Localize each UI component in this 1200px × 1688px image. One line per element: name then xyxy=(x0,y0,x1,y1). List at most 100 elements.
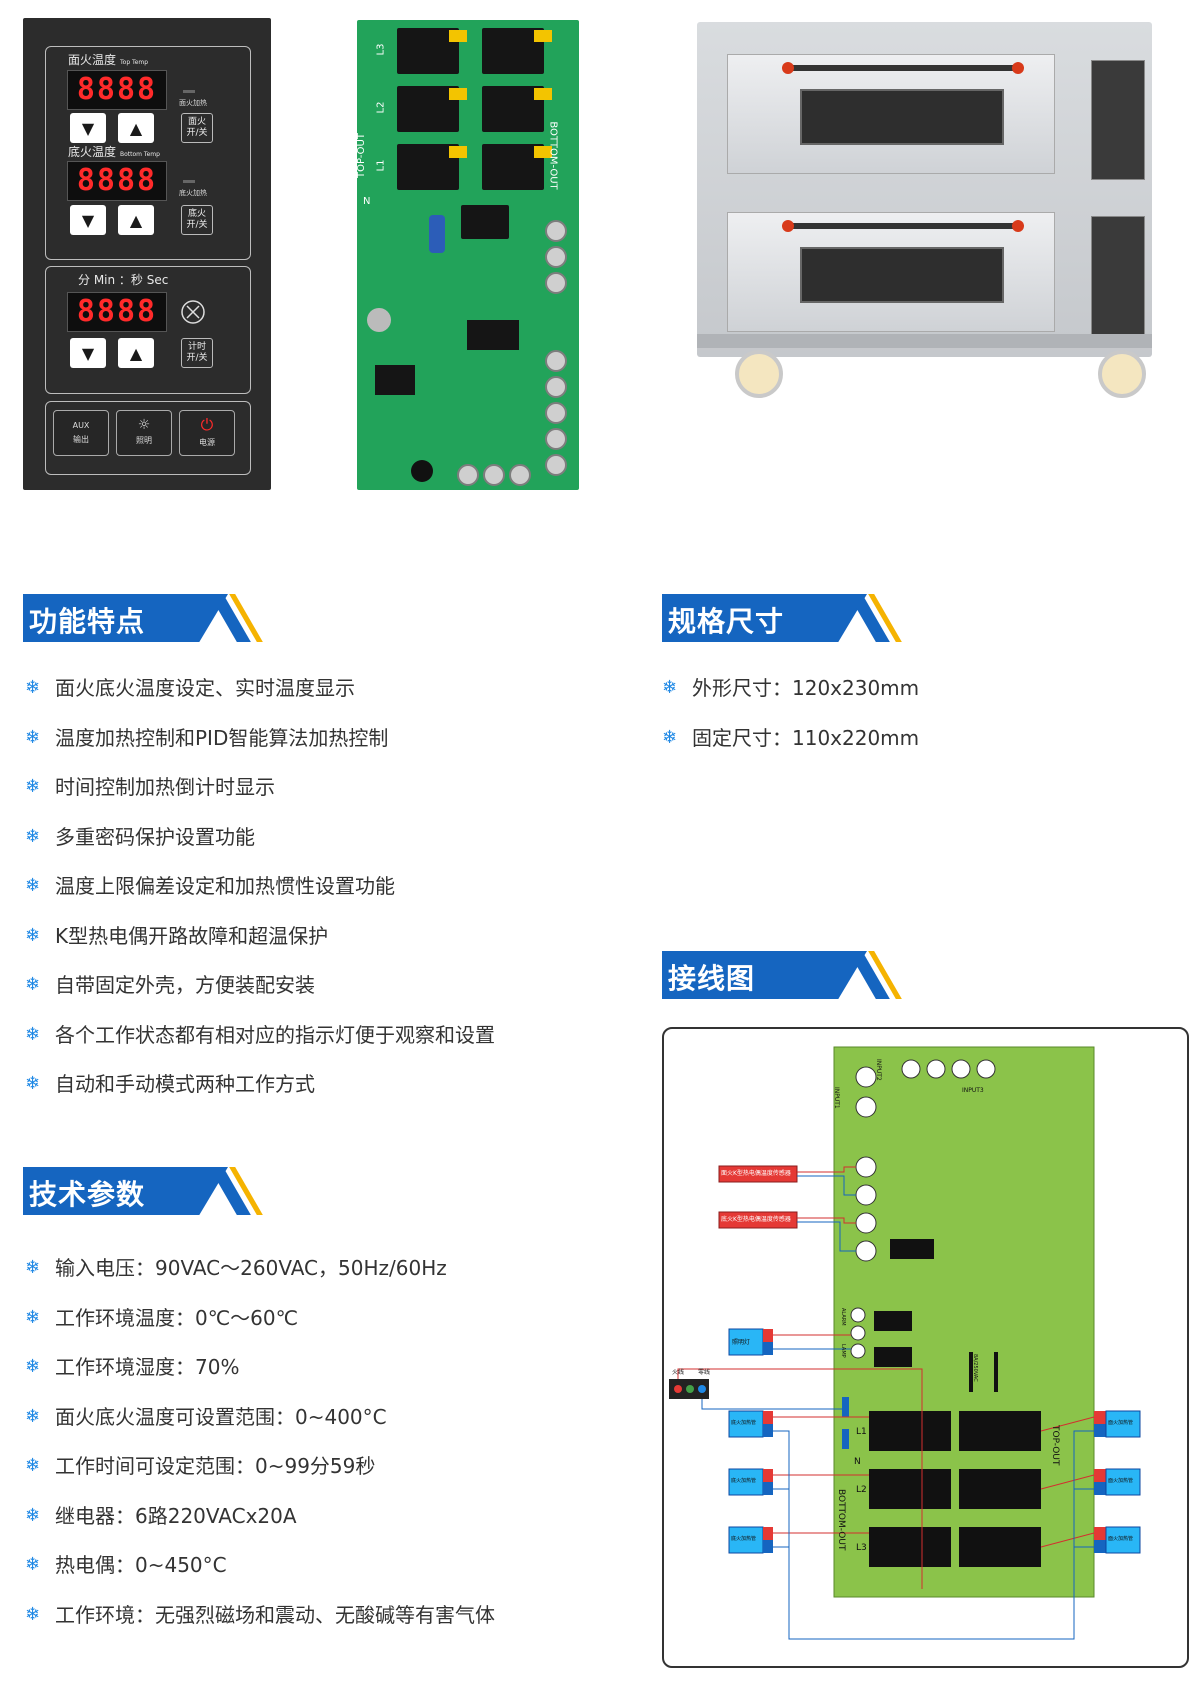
right-heaters xyxy=(789,1410,1141,1640)
bottom-heat-led xyxy=(183,180,195,183)
snowflake-bullet-icon: ❄ xyxy=(25,1306,41,1328)
diagram-label-l2: L2 xyxy=(856,1485,867,1495)
top-temp-up-button[interactable]: ▲ xyxy=(118,113,154,143)
power-button[interactable]: ⏻ 电源 xyxy=(179,410,235,456)
timer-label: 分 Min ：秒 Sec xyxy=(78,273,169,287)
screw-terminal xyxy=(509,464,531,486)
list-item: ❄面火底火温度可设置范围：0~400°C xyxy=(25,1404,387,1429)
snowflake-bullet-icon: ❄ xyxy=(662,726,678,748)
diagram-label-n: N xyxy=(854,1457,861,1467)
relay xyxy=(482,144,552,190)
relay xyxy=(397,86,467,132)
n-terminal xyxy=(842,1429,849,1449)
snowflake-bullet-icon: ❄ xyxy=(25,924,41,946)
terminal-input3 xyxy=(901,1059,996,1079)
list-item: ❄温度加热控制和PID智能算法加热控制 xyxy=(25,725,389,750)
triangle-up-icon: ▲ xyxy=(129,343,143,363)
door-handle xyxy=(782,62,1024,74)
screw-terminal xyxy=(545,246,567,268)
pcb-board-photo: L3 L2 L1 TOP-OUT BOTTOM-OUT N xyxy=(355,20,579,490)
pcb-label-l2: L2 xyxy=(375,101,387,114)
snowflake-bullet-icon: ❄ xyxy=(25,1455,41,1476)
door-handle xyxy=(782,220,1024,232)
wiring-diagram: INPUT1 INPUT2 INPUT3 ALARM LAMP L1 L2 L3… xyxy=(662,1027,1189,1668)
relay-small xyxy=(461,205,509,239)
aux-output-button[interactable]: AUX 输出 xyxy=(53,410,109,456)
left-heater-label: 底火加热管 xyxy=(731,1420,757,1426)
top-temp-down-button[interactable]: ▼ xyxy=(70,113,106,143)
section-header-wiring: 接线图 xyxy=(662,951,902,999)
lamp-box xyxy=(728,1328,764,1356)
pcb-label-bottom-out: BOTTOM-OUT xyxy=(547,121,559,190)
timer-up-button[interactable]: ▲ xyxy=(118,338,154,368)
top-heat-led xyxy=(183,90,195,93)
snowflake-bullet-icon: ❄ xyxy=(25,1023,41,1045)
terminal-input2 xyxy=(855,1156,877,1262)
snowflake-bullet-icon: ❄ xyxy=(25,1257,41,1278)
bottom-fire-switch-button[interactable]: 底火 开/关 xyxy=(181,205,213,235)
diagram-label-l3: L3 xyxy=(856,1543,867,1553)
right-heater-label: 面火加热管 xyxy=(1108,1420,1134,1426)
aux-sub-label: 输出 xyxy=(73,435,89,444)
caster-wheel xyxy=(735,350,783,398)
diagram-chip xyxy=(874,1311,912,1331)
bottom-temp-up-button[interactable]: ▲ xyxy=(118,205,154,235)
diagram-relay xyxy=(959,1527,1041,1567)
screw-terminal xyxy=(545,376,567,398)
left-heaters xyxy=(728,1410,869,1640)
caster-wheel xyxy=(1098,350,1146,398)
light-button[interactable]: ☼ 照明 xyxy=(116,410,172,456)
snowflake-bullet-icon: ❄ xyxy=(25,1603,41,1625)
snowflake-bullet-icon: ❄ xyxy=(662,677,678,698)
top-sensor-label: 面火K型热电偶温度传感器 xyxy=(721,1170,791,1177)
section-title: 功能特点 xyxy=(29,605,146,638)
pcb-label-top-out: TOP-OUT xyxy=(355,133,367,178)
timer-down-button[interactable]: ▼ xyxy=(70,338,106,368)
section-title: 规格尺寸 xyxy=(668,605,785,638)
diagram-label-input3: INPUT3 xyxy=(962,1087,984,1094)
lower-oven-door xyxy=(727,212,1055,332)
screw-terminal xyxy=(545,350,567,372)
triangle-down-icon: ▼ xyxy=(81,343,95,363)
list-item: ❄工作环境：无强烈磁场和震动、无酸碱等有害气体 xyxy=(25,1602,495,1627)
live-wire-label: 火线 xyxy=(672,1369,685,1376)
timer-switch-button[interactable]: 计时 开/关 xyxy=(181,338,213,368)
right-heater-label: 面火加热管 xyxy=(1108,1478,1134,1484)
screw-terminal xyxy=(545,272,567,294)
temp-section-frame xyxy=(45,46,251,260)
diagram-label-lamp: LAMP xyxy=(840,1344,846,1358)
lower-control-panel xyxy=(1091,216,1145,336)
bottom-heat-indicator-label: 底火加热 xyxy=(179,189,207,197)
relay xyxy=(397,28,467,74)
list-item: ❄多重密码保护设置功能 xyxy=(25,824,255,849)
snowflake-bullet-icon: ❄ xyxy=(25,1073,41,1094)
oven-photo xyxy=(697,22,1152,357)
pcb-label-l1: L1 xyxy=(375,159,387,172)
diagram-relay xyxy=(869,1527,951,1567)
timer-display: 8888 xyxy=(67,292,167,332)
section-header-features: 功能特点 xyxy=(23,594,263,642)
snowflake-bullet-icon: ❄ xyxy=(25,875,41,896)
snowflake-bullet-icon: ❄ xyxy=(25,726,41,748)
triangle-down-icon: ▼ xyxy=(81,210,95,230)
upper-control-panel xyxy=(1091,60,1145,180)
list-item: ❄输入电压：90VAC～260VAC，50Hz/60Hz xyxy=(25,1256,447,1280)
list-item: ❄自带固定外壳，方便装配安装 xyxy=(25,973,315,997)
light-label: 照明 xyxy=(136,436,152,445)
n-terminal xyxy=(842,1397,849,1417)
diagram-board xyxy=(833,1046,1095,1598)
screw-terminal xyxy=(483,464,505,486)
top-fire-switch-button[interactable]: 面火 开/关 xyxy=(181,113,213,143)
bottom-sensor-box xyxy=(718,1211,798,1229)
diagram-label-fuse: 8A/250VAC xyxy=(972,1354,978,1382)
relay xyxy=(482,86,552,132)
lamp-label: 照明灯 xyxy=(732,1339,751,1346)
snowflake-bullet-icon: ❄ xyxy=(25,677,41,698)
upper-oven-door xyxy=(727,54,1055,174)
top-sensor-box xyxy=(718,1165,798,1183)
bottom-temp-down-button[interactable]: ▼ xyxy=(70,205,106,235)
oven-base-frame xyxy=(697,334,1152,348)
list-item: ❄继电器：6路220VACx20A xyxy=(25,1503,297,1528)
